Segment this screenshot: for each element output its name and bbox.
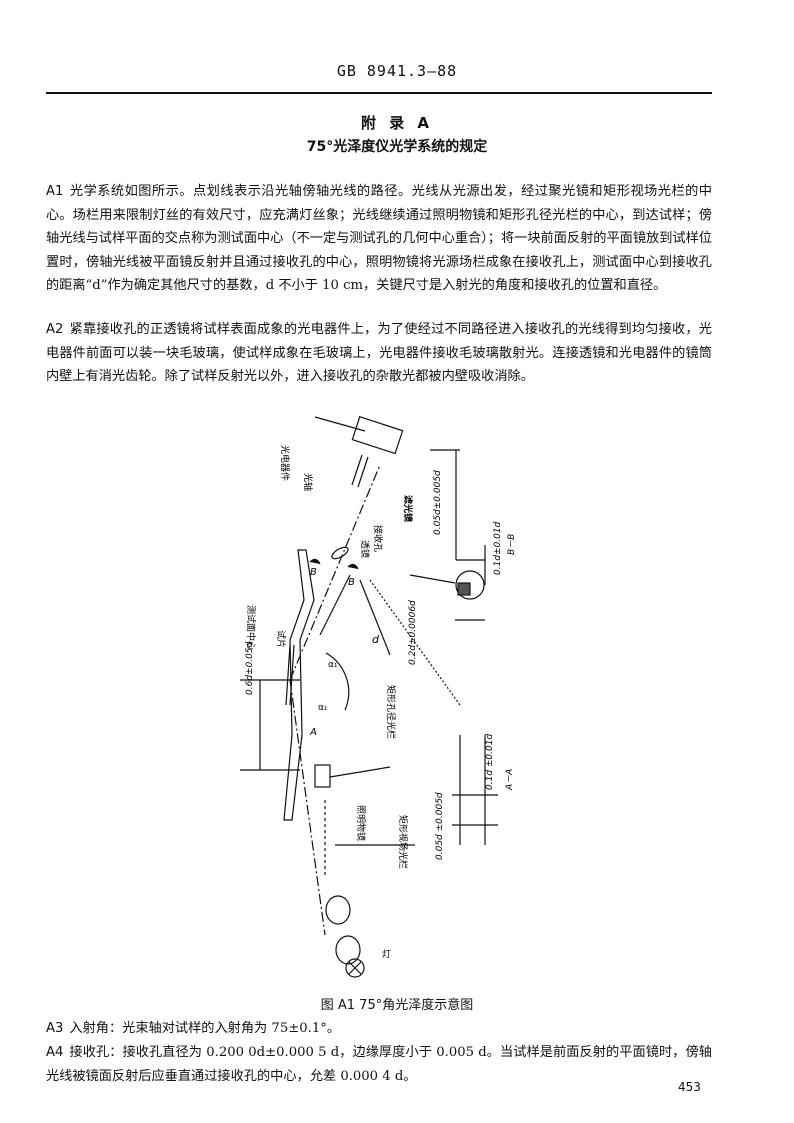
label-sample: 试片 bbox=[275, 630, 287, 648]
condenser-shape bbox=[335, 935, 361, 965]
paragraph-label: A2 bbox=[46, 322, 64, 337]
label-receiving-hole: 接收孔 bbox=[372, 525, 384, 552]
paragraph-label: A1 bbox=[46, 184, 64, 199]
label-alpha-1: α₁ bbox=[328, 660, 338, 670]
paragraph-a3: A3 入射角：光束轴对试样的入射角为 75±0.1°。 bbox=[46, 1017, 712, 1041]
section-a-a: A－A bbox=[505, 769, 515, 791]
paragraph-text: 入射角：光束轴对试样的入射角为 75±0.1°。 bbox=[69, 1021, 341, 1036]
label-d: d bbox=[372, 633, 380, 646]
figure-caption: 图 A1 75°角光泽度示意图 bbox=[320, 998, 474, 1013]
condenser-shape bbox=[325, 895, 351, 925]
lamp-shape bbox=[345, 958, 365, 978]
paragraph-label: A4 bbox=[46, 1045, 64, 1060]
dim-0-05d-bottom: 0.05d ±0.005d bbox=[435, 792, 445, 860]
lens-shape bbox=[331, 546, 349, 560]
aperture-shape bbox=[314, 764, 331, 788]
paragraph-label: A3 bbox=[46, 1021, 64, 1036]
label-a: A bbox=[309, 727, 317, 738]
page-number: 453 bbox=[678, 1080, 701, 1094]
label-axis: 光轴 bbox=[302, 473, 314, 491]
header-rule bbox=[46, 92, 712, 94]
optical-system-diagram: 光电器件 光轴 滤光镜 透镜 接收孔 B B 测试面中心 试片 d α₁ α₁ … bbox=[240, 416, 517, 978]
label-aperture: 矩形孔径光栏 bbox=[385, 685, 397, 739]
section-b-circle bbox=[455, 570, 485, 600]
photodetector-shape bbox=[351, 416, 404, 455]
label-filter: 滤光镜 bbox=[402, 495, 414, 522]
dim-0-1d-bottom: 0.1d ±0.01d bbox=[485, 734, 495, 790]
label-b1: B bbox=[310, 567, 317, 578]
dim-0-6d: 0.6d±0.05d bbox=[245, 641, 255, 695]
label-field-stop: 矩形视场光栏 bbox=[397, 815, 409, 869]
section-b-b: B－B bbox=[507, 534, 517, 555]
label-b2: B bbox=[348, 577, 355, 588]
sample-plate bbox=[283, 549, 315, 821]
standard-code: GB 8941.3—88 bbox=[336, 62, 458, 80]
label-objective: 照明物镜 bbox=[355, 805, 367, 841]
label-lens: 透镜 bbox=[359, 540, 371, 558]
paragraph-text: 接收孔：接收孔直径为 0.200 0d±0.000 5 d，边缘厚度小于 0.0… bbox=[46, 1045, 712, 1084]
label-alpha-2: α₁ bbox=[318, 703, 328, 713]
label-lamp: 灯 bbox=[382, 949, 391, 960]
appendix-subtitle: 75°光泽度仪光学系统的规定 bbox=[306, 139, 488, 155]
dim-0-05d-top: 0.05d±0.005d bbox=[433, 470, 443, 535]
dim-0-2d: 0.2d±0.0006d bbox=[408, 600, 418, 665]
dim-0-1d-top: 0.1d±0.01d bbox=[493, 521, 503, 575]
paragraph-text: 光学系统如图所示。点划线表示沿光轴傍轴光线的路径。光线从光源出发，经过聚光镜和矩… bbox=[46, 184, 712, 293]
appendix-title: 附 录 A bbox=[360, 114, 434, 132]
paragraph-text: 紧靠接收孔的正透镜将试样表面成象的光电器件上，为了使经过不同路径进入接收孔的光线… bbox=[46, 322, 712, 384]
label-test-center: 测试面中心 bbox=[245, 605, 257, 650]
label-photodetector: 光电器件 bbox=[279, 445, 291, 481]
